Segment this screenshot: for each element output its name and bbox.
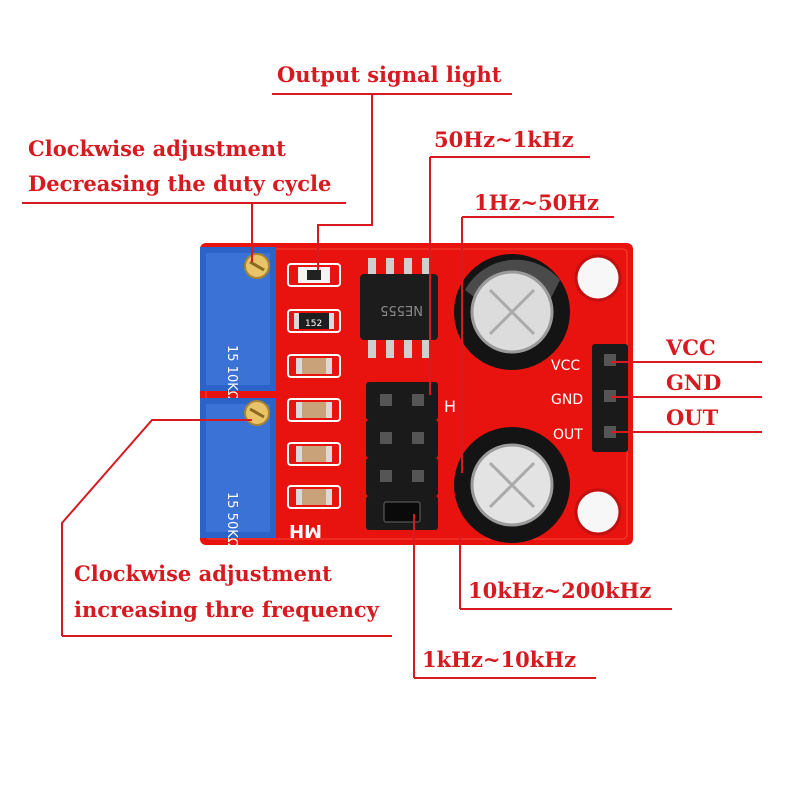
jumper-header-4 (366, 496, 438, 530)
label-range-10khz-200khz: 10kHz~200kHz (468, 578, 652, 603)
label-frequency-line1: Clockwise adjustment (74, 561, 332, 586)
silk-gnd: GND (551, 392, 583, 408)
label-duty-line1: Clockwise adjustment (28, 136, 286, 161)
smd-capacitor-3 (287, 442, 341, 466)
output-led (287, 263, 341, 287)
jumper-header-1 (366, 382, 438, 420)
silk-out: OUT (553, 427, 583, 443)
jumper-header-2 (366, 420, 438, 458)
resistor-code: 152 (305, 319, 322, 329)
svg-text:15 50KΩ: 15 50KΩ (224, 492, 239, 548)
label-output-light: Output signal light (277, 62, 502, 87)
jumper-header-3 (366, 458, 438, 496)
smd-capacitor-4 (287, 485, 341, 509)
label-range-1hz-50hz: 1Hz~50Hz (474, 190, 599, 215)
brand-mark: MH (289, 520, 322, 541)
smd-capacitor-1 (287, 354, 341, 378)
h-mark: H (444, 397, 456, 416)
leader-lines (22, 93, 762, 679)
silk-vcc: VCC (551, 358, 580, 374)
smd-capacitor-2 (287, 398, 341, 422)
mounting-hole-bottom (574, 488, 622, 536)
potentiometer-duty: 15 10KΩ (200, 247, 276, 401)
label-pin-gnd: GND (666, 370, 722, 395)
ne555-chip: NE555 (360, 258, 438, 358)
label-pin-out: OUT (666, 405, 719, 430)
potentiometer-frequency: 15 50KΩ (200, 398, 276, 548)
label-duty-line2: Decreasing the duty cycle (28, 171, 332, 196)
label-range-1khz-10khz: 1kHz~10kHz (422, 647, 577, 672)
label-frequency-line2: increasing thre frequency (74, 597, 379, 622)
resistor-152: 152 (287, 309, 341, 333)
chip-text: NE555 (380, 302, 423, 317)
svg-text:15 10KΩ: 15 10KΩ (224, 345, 239, 401)
electrolytic-capacitor-top (454, 254, 570, 370)
electrolytic-capacitor-bottom (454, 427, 570, 543)
mounting-hole-top (574, 254, 622, 302)
pin-header (592, 344, 628, 452)
label-range-50hz-1khz: 50Hz~1kHz (434, 127, 574, 152)
label-pin-vcc: VCC (666, 335, 716, 360)
